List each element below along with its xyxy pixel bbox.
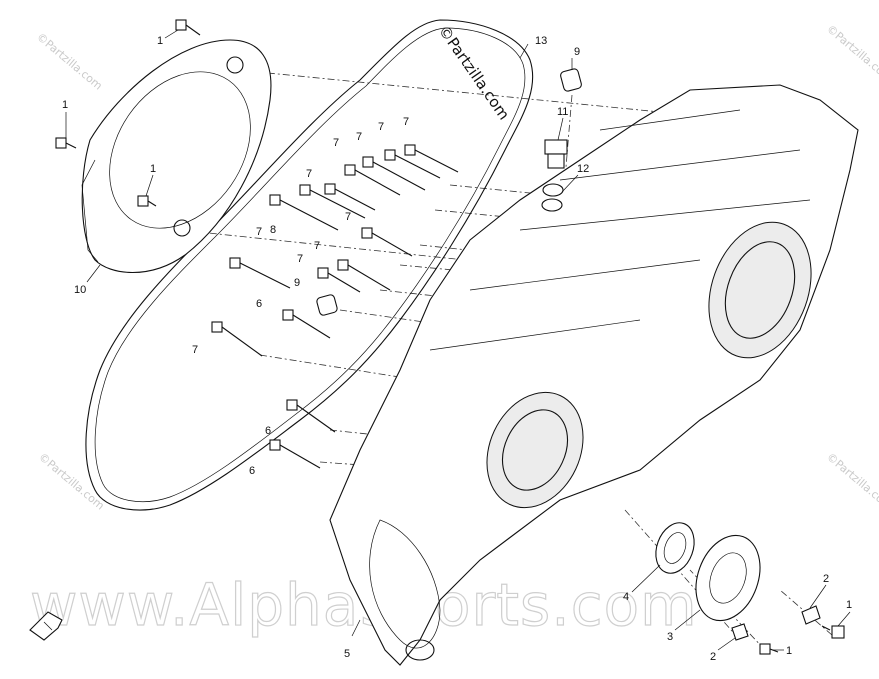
bolt-7-b	[362, 156, 426, 191]
oil-seal-4	[655, 522, 695, 574]
callout-12: 12	[577, 163, 589, 175]
callout-7: 7	[192, 344, 198, 356]
callout-7: 7	[345, 211, 351, 223]
callout-1: 1	[62, 99, 68, 111]
callout-1: 1	[786, 645, 792, 657]
watermark-mid-right: ©Partzilla.com	[824, 450, 879, 512]
callout-1: 1	[157, 35, 163, 47]
callout-8: 8	[270, 224, 276, 236]
bearing-seals	[655, 522, 761, 622]
callout-3: 3	[667, 631, 673, 643]
callout-10: 10	[74, 284, 86, 296]
watermark-top-left: ©Partzilla.com	[34, 30, 105, 92]
callout-7: 7	[378, 121, 384, 133]
callout-7: 7	[333, 137, 339, 149]
bolt-7-e	[299, 184, 366, 219]
callout-5: 5	[344, 648, 350, 660]
bolt-6-b	[286, 399, 336, 433]
callout-7: 7	[356, 131, 362, 143]
callout-4: 4	[623, 591, 629, 603]
callout-13: 13	[535, 35, 547, 47]
bolt-7-j	[337, 259, 391, 291]
bolt-7-k	[211, 321, 263, 357]
gasket-13	[85, 19, 534, 511]
callout-9: 9	[574, 46, 580, 58]
callout-2: 2	[710, 651, 716, 663]
callout-7: 7	[297, 253, 303, 265]
bolt-1-left	[55, 137, 77, 149]
callout-6: 6	[256, 298, 262, 310]
washer-12-a	[542, 183, 564, 197]
leader-lines	[65, 29, 851, 651]
small-parts	[316, 68, 821, 641]
bolt-1-center	[137, 195, 157, 207]
callout-7: 7	[306, 168, 312, 180]
bearing-3	[695, 534, 761, 622]
bolt-8	[269, 194, 339, 231]
washer-2-b	[801, 605, 821, 625]
bolt-set	[55, 19, 845, 655]
callout-2: 2	[823, 573, 829, 585]
bolt-7-a	[344, 164, 401, 196]
callout-6: 6	[249, 465, 255, 477]
bolt-7-d	[404, 144, 459, 173]
washer-2-a	[731, 623, 749, 641]
callout-7: 7	[403, 116, 409, 128]
callout-1: 1	[846, 599, 852, 611]
bolt-1-lower-right	[759, 643, 779, 655]
bolt-6-c	[269, 439, 321, 469]
washer-12-b	[541, 198, 563, 212]
bolt-6-a	[282, 309, 331, 339]
callout-6: 6	[265, 425, 271, 437]
bolt-7-c	[384, 149, 441, 179]
bolt-7-h	[229, 257, 291, 289]
partzilla-watermark: ©Partzilla.com	[435, 22, 513, 123]
bolt-7-f	[324, 183, 376, 211]
drain-plug-11	[544, 139, 568, 169]
callout-7: 7	[256, 226, 262, 238]
cover-plate-10	[81, 39, 272, 273]
bolt-1-far-right	[821, 625, 845, 639]
bolt-7-g	[361, 227, 413, 257]
callout-7: 7	[314, 240, 320, 252]
callout-11: 11	[557, 106, 568, 118]
callout-1: 1	[150, 163, 156, 175]
bolt-1-top	[175, 19, 201, 36]
front-arrow-icon	[29, 611, 63, 641]
dowel-9-top	[560, 68, 582, 92]
watermark-top-right: ©Partzilla.com	[824, 22, 879, 84]
dowel-9-mid	[316, 294, 338, 316]
crankcase-5	[329, 84, 859, 666]
bolt-7-i	[317, 267, 361, 293]
callout-labels: 1 1 1 10 13 9 11 12 7 7 7 7 7 7 8 7 7 7 …	[62, 35, 852, 663]
callout-9: 9	[294, 277, 300, 289]
